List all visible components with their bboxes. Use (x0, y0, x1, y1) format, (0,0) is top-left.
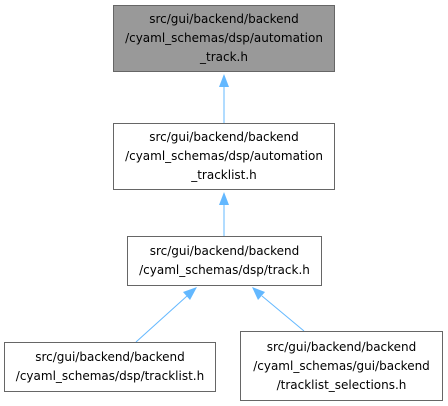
node-label-line: src/gui/backend/backend (266, 339, 417, 354)
node-label-line: /cyaml_schemas/gui/backend (253, 358, 430, 373)
arrowhead-icon (183, 287, 197, 300)
node-label-line: /tracklist_selections.h (276, 377, 407, 392)
node-label-line: _tracklist.h (191, 168, 257, 182)
node-tracklist-h[interactable]: src/gui/backend/backend /cyaml_schemas/d… (4, 342, 216, 392)
node-label-line: src/gui/backend/backend (149, 12, 299, 26)
edge-track-to-automation-tracklist (219, 192, 229, 236)
edge-automation-tracklist-to-automation-track (219, 74, 229, 123)
node-label-line: /cyaml_schemas/dsp/track.h (139, 263, 310, 277)
arrowhead-icon (219, 192, 229, 205)
node-automation-track-h: src/gui/backend/backend /cyaml_schemas/d… (113, 5, 335, 72)
node-tracklist-selections-h[interactable]: src/gui/backend/backend /cyaml_schemas/g… (240, 331, 443, 401)
edge-tracklist-to-track (135, 287, 197, 343)
node-label-line: src/gui/backend/backend (149, 244, 300, 258)
arrowhead-icon (219, 74, 229, 87)
node-label-line: _track.h (200, 50, 248, 64)
node-automation-tracklist-h[interactable]: src/gui/backend/backend /cyaml_schemas/d… (113, 123, 335, 190)
node-label-line: src/gui/backend/backend (35, 350, 185, 364)
node-label-line: /cyaml_schemas/dsp/automation (125, 31, 323, 45)
node-label-line: /cyaml_schemas/dsp/tracklist.h (15, 369, 205, 383)
node-track-h[interactable]: src/gui/backend/backend /cyaml_schemas/d… (127, 236, 322, 286)
node-label-line: /cyaml_schemas/dsp/automation (125, 149, 323, 163)
arrowhead-icon (252, 287, 265, 300)
edge-tracklist-selections-to-track (252, 287, 305, 332)
node-label-line: src/gui/backend/backend (149, 130, 299, 144)
